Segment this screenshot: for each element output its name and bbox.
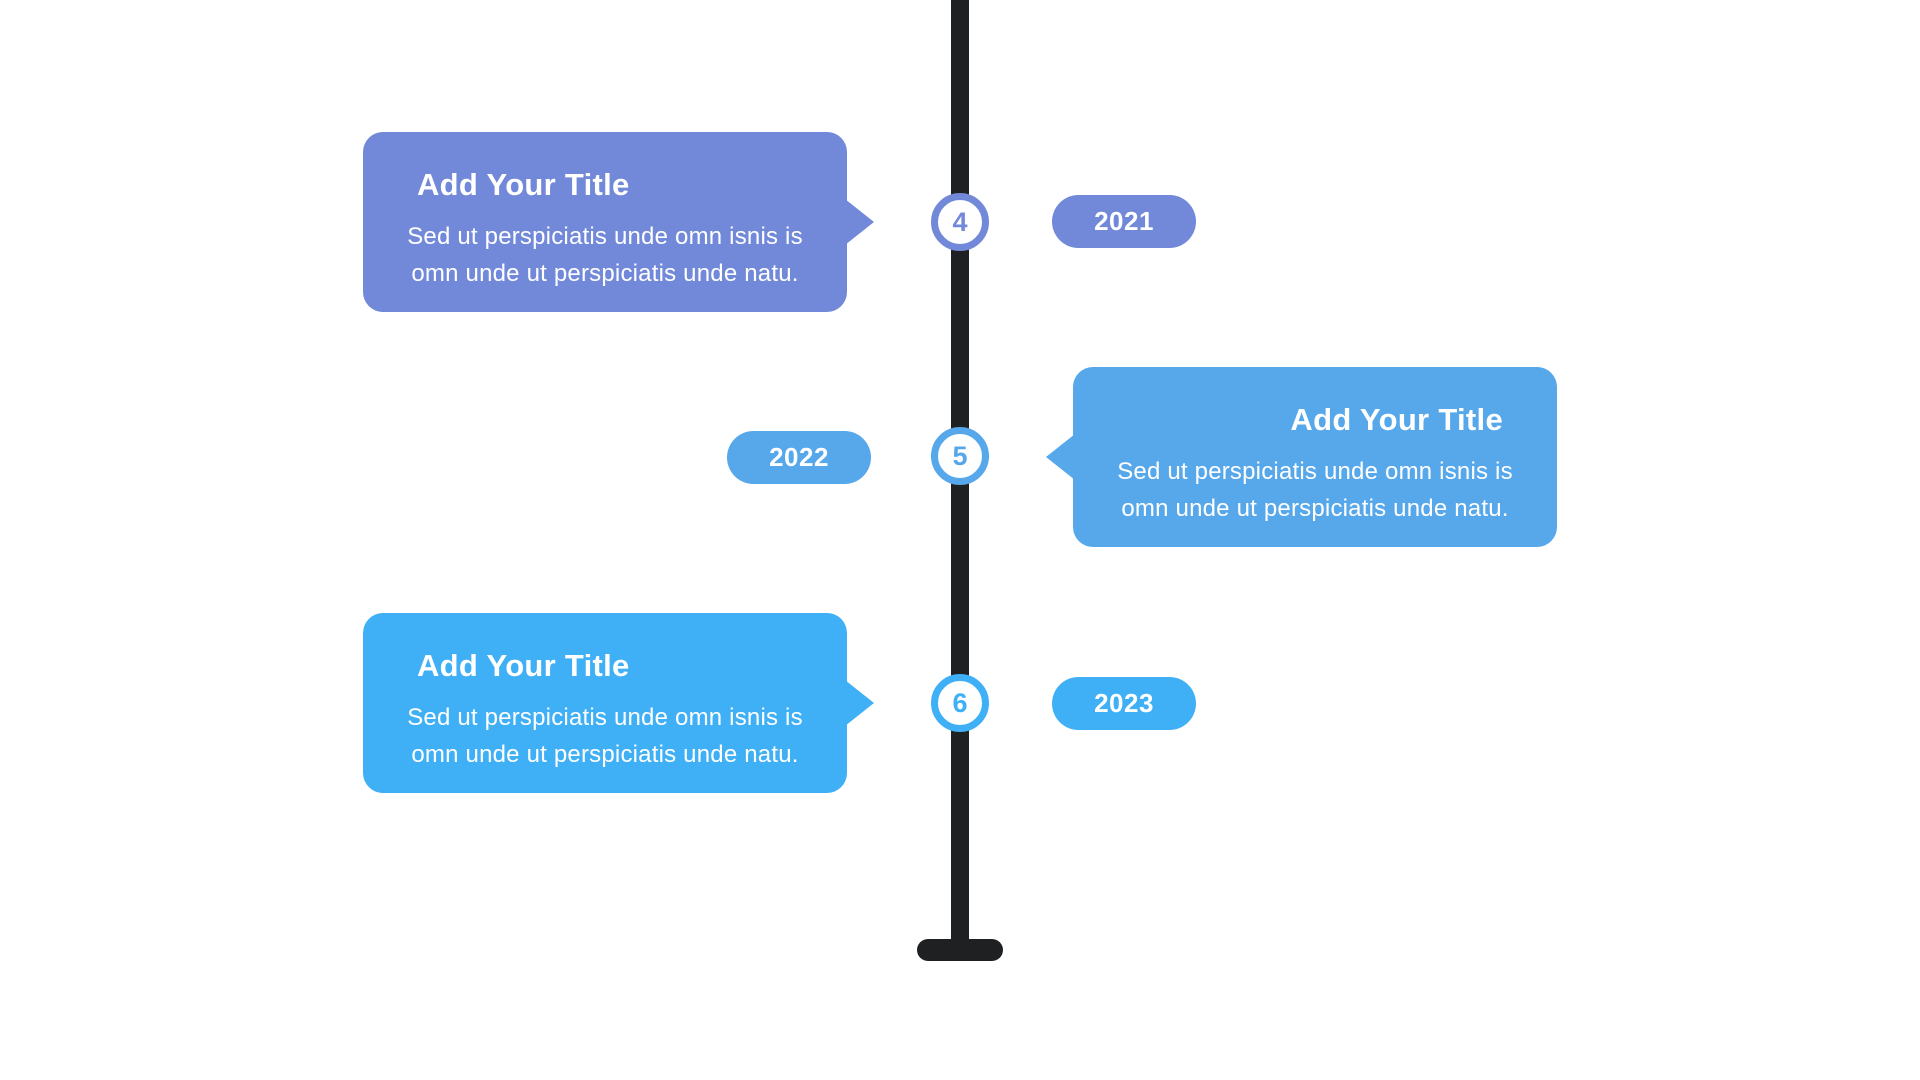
event-card: Add Your Title Sed ut perspiciatis unde …	[1046, 367, 1557, 547]
card-pointer-arrow	[1046, 434, 1075, 480]
card-body: Sed ut perspiciatis unde omn isnis is om…	[393, 218, 817, 292]
year-badge: 2023	[1052, 677, 1196, 730]
card-pointer-arrow	[845, 680, 874, 726]
card-body-line: omn unde ut perspiciatis unde natu.	[411, 260, 799, 288]
node-number: 5	[952, 440, 968, 471]
timeline-end-cap	[917, 939, 1003, 961]
event-card: Add Your Title Sed ut perspiciatis unde …	[363, 613, 874, 793]
card-title: Add Your Title	[1290, 402, 1503, 437]
node-number: 6	[952, 687, 968, 718]
card-body-line: Sed ut perspiciatis unde omn isnis is	[1117, 458, 1513, 486]
timeline-node: 6	[931, 674, 989, 732]
card-body-line: omn unde ut perspiciatis unde natu.	[411, 741, 799, 769]
year-badge: 2022	[727, 431, 871, 484]
card-pointer-arrow	[845, 199, 874, 245]
card-title: Add Your Title	[417, 648, 630, 683]
year-label: 2021	[1094, 206, 1154, 236]
card-body-line: omn unde ut perspiciatis unde natu.	[1121, 495, 1509, 523]
timeline-node: 4	[931, 193, 989, 251]
card-body-line: Sed ut perspiciatis unde omn isnis is	[407, 223, 803, 251]
node-number: 4	[952, 206, 968, 237]
card-body-line: Sed ut perspiciatis unde omn isnis is	[407, 704, 803, 732]
year-label: 2023	[1094, 688, 1154, 718]
year-label: 2022	[769, 442, 829, 472]
event-card: Add Your Title Sed ut perspiciatis unde …	[363, 132, 874, 312]
year-badge: 2021	[1052, 195, 1196, 248]
timeline-node: 5	[931, 427, 989, 485]
card-body: Sed ut perspiciatis unde omn isnis is om…	[393, 699, 817, 773]
card-body: Sed ut perspiciatis unde omn isnis is om…	[1103, 453, 1527, 527]
card-title: Add Your Title	[417, 167, 630, 202]
